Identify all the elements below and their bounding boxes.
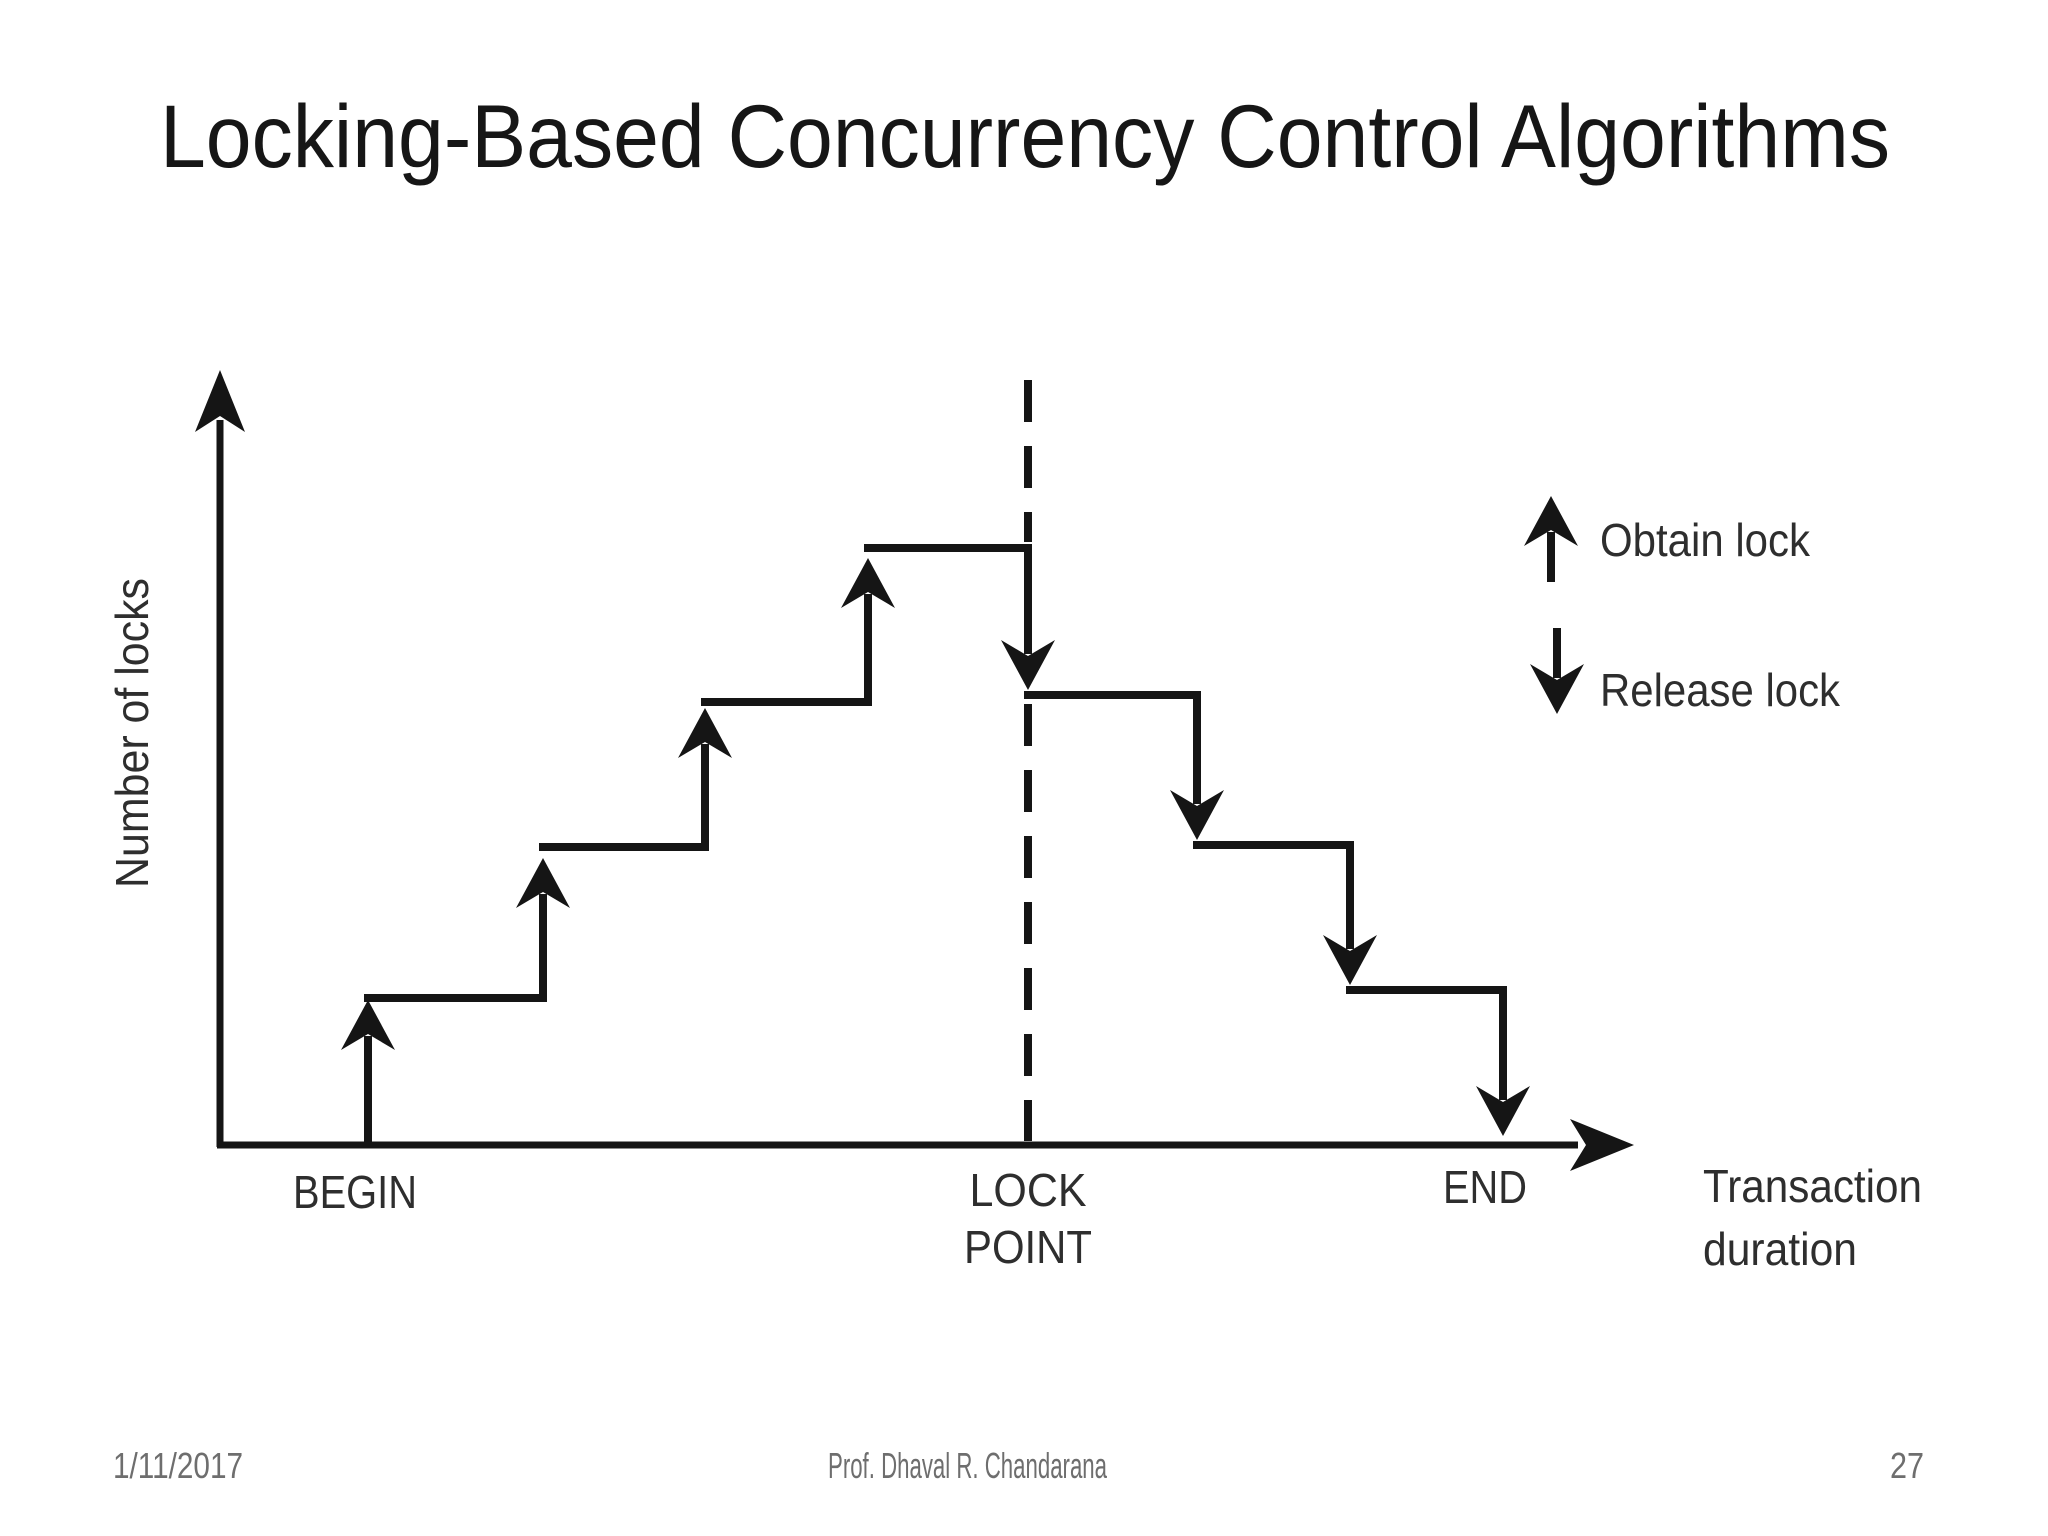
legend-obtain-label: Obtain lock bbox=[1600, 514, 1811, 566]
lock-point-label-line1: LOCK bbox=[970, 1164, 1087, 1216]
begin-label: BEGIN bbox=[293, 1166, 417, 1218]
lock-point-label-line2: POINT bbox=[964, 1221, 1092, 1273]
legend-arrows bbox=[1524, 496, 1584, 714]
legend-obtain-arrow-icon-head bbox=[1524, 496, 1578, 546]
release-lock-arrow-icon-head bbox=[1170, 790, 1224, 840]
x-axis-title-line1: Transaction bbox=[1703, 1160, 1922, 1212]
y-axis bbox=[195, 370, 245, 1147]
end-label: END bbox=[1443, 1161, 1527, 1213]
obtain-lock-arrow-icon-head bbox=[678, 708, 732, 758]
obtain-lock-arrow-icon-head bbox=[841, 558, 895, 608]
obtain-lock-arrow-icon-head bbox=[516, 858, 570, 908]
lock-staircase bbox=[341, 544, 1530, 1143]
obtain-lock-arrow-icon-head bbox=[341, 1000, 395, 1050]
x-axis-arrowhead-icon bbox=[1570, 1119, 1634, 1171]
release-lock-arrow-icon-head bbox=[1001, 640, 1055, 690]
x-axis bbox=[217, 1119, 1634, 1171]
legend-release-arrow-icon-head bbox=[1530, 664, 1584, 714]
y-axis-label: Number of locks bbox=[106, 578, 158, 888]
footer-author: Prof. Dhaval R. Chandarana bbox=[828, 1445, 1108, 1486]
release-lock-arrow-icon-head bbox=[1476, 1086, 1530, 1136]
x-axis-title-line2: duration bbox=[1703, 1223, 1857, 1275]
legend-release-label: Release lock bbox=[1600, 664, 1841, 716]
footer-page-number: 27 bbox=[1890, 1445, 1924, 1486]
page-title: Locking-Based Concurrency Control Algori… bbox=[160, 86, 1890, 186]
footer-date: 1/11/2017 bbox=[113, 1445, 243, 1486]
y-axis-arrowhead-icon bbox=[195, 370, 245, 432]
release-lock-arrow-icon-head bbox=[1323, 935, 1377, 985]
